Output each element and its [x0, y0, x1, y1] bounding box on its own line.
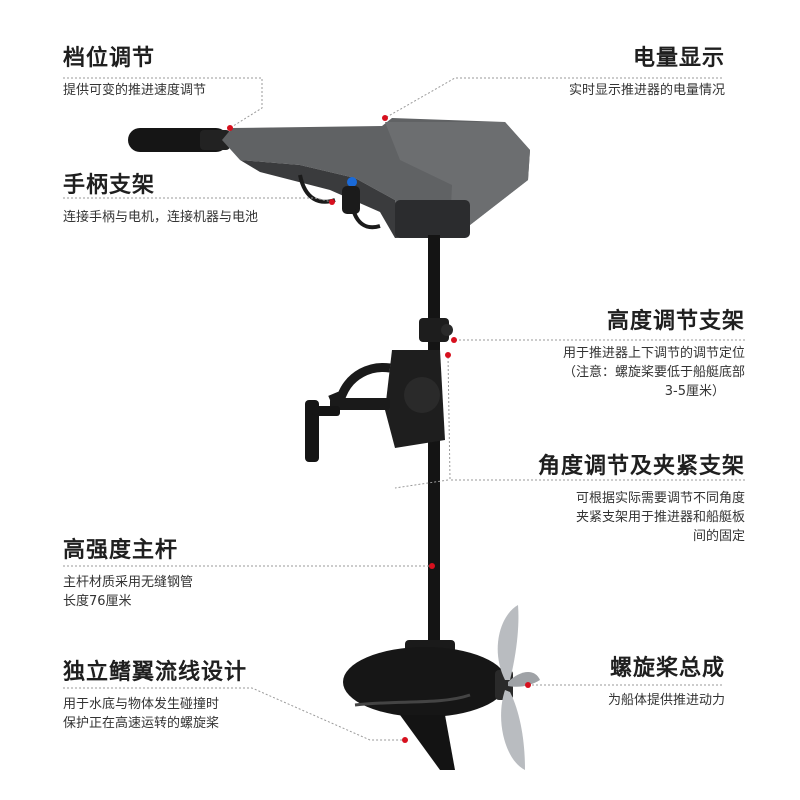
marker-fin: [402, 737, 408, 743]
skeg-fin: [400, 715, 455, 770]
desc-line: 提供可变的推进速度调节: [63, 83, 207, 98]
callout-title: 高度调节支架: [606, 309, 745, 334]
angle-clamp-bracket: [305, 350, 445, 462]
marker-shaft: [429, 563, 435, 569]
marker-height-bracket: [451, 337, 457, 343]
marker-propeller: [525, 682, 531, 688]
callout-battery: 电量显示 实时显示推进器的电量情况: [569, 45, 725, 100]
marker-handle-bracket: [329, 199, 335, 205]
handle-bracket-cables: [298, 174, 381, 230]
callout-angle-bracket: 角度调节及夹紧支架 可根据实际需要调节不同角度 夹紧支架用于推进器和船艇板 间的…: [538, 453, 745, 546]
callout-desc: 提供可变的推进速度调节: [63, 81, 206, 100]
leader-battery: [384, 77, 722, 119]
propeller: [495, 605, 540, 770]
callout-desc: 连接手柄与电机，连接机器与电池: [63, 208, 258, 227]
callout-desc: 实时显示推进器的电量情况: [569, 81, 725, 100]
desc-line: 间的固定: [692, 529, 745, 544]
callout-desc: 用于水底与物体发生碰撞时 保护正在高速运转的螺旋桨: [63, 695, 247, 733]
callout-desc: 为船体提供推进动力: [608, 691, 725, 710]
callout-fin: 独立鳍翼流线设计 用于水底与物体发生碰撞时 保护正在高速运转的螺旋桨: [63, 659, 247, 733]
desc-line: （注意：螺旋桨要低于船艇底部: [562, 365, 745, 380]
leader-handle-bracket: [63, 197, 333, 203]
callout-height-bracket: 高度调节支架 用于推进器上下调节的调节定位 （注意：螺旋桨要低于船艇底部 3-5…: [563, 308, 745, 401]
desc-line: 夹紧支架用于推进器和船艇板: [575, 510, 745, 525]
callout-handle-bracket: 手柄支架 连接手柄与电机，连接机器与电池: [63, 172, 258, 227]
desc-line: 3-5厘米）: [664, 384, 725, 399]
height-adjust-bracket: [419, 318, 453, 342]
leader-angle-bracket-2: [394, 479, 449, 489]
callout-title: 独立鳍翼流线设计: [63, 660, 248, 685]
marker-battery: [382, 115, 388, 121]
leader-fin: [63, 687, 405, 741]
desc-line: 为船体提供推进动力: [607, 693, 725, 708]
callout-title: 螺旋桨总成: [609, 656, 725, 681]
callout-title: 电量显示: [632, 46, 725, 71]
desc-line: 用于推进器上下调节的调节定位: [562, 346, 745, 361]
tiller-handle: [128, 128, 230, 152]
callout-propeller: 螺旋桨总成 为船体提供推进动力: [608, 655, 725, 710]
desc-line: 用于水底与物体发生碰撞时: [63, 697, 220, 712]
callout-desc: 用于推进器上下调节的调节定位 （注意：螺旋桨要低于船艇底部 3-5厘米）: [563, 344, 745, 401]
callout-title: 高强度主杆: [63, 538, 179, 563]
callout-title: 角度调节及夹紧支架: [537, 454, 745, 479]
desc-line: 长度76厘米: [63, 594, 132, 609]
marker-angle-bracket: [445, 352, 451, 358]
callout-shaft: 高强度主杆 主杆材质采用无缝钢管 长度76厘米: [63, 537, 193, 611]
desc-line: 主杆材质采用无缝钢管: [63, 575, 194, 590]
desc-line: 实时显示推进器的电量情况: [568, 83, 725, 98]
callout-desc: 可根据实际需要调节不同角度 夹紧支架用于推进器和船艇板 间的固定: [538, 489, 745, 546]
desc-line: 可根据实际需要调节不同角度: [575, 491, 745, 506]
motor-pod: [343, 640, 507, 717]
leader-gear: [63, 77, 263, 129]
desc-line: 保护正在高速运转的螺旋桨: [63, 716, 220, 731]
callout-gear: 档位调节 提供可变的推进速度调节: [63, 45, 206, 100]
callout-desc: 主杆材质采用无缝钢管 长度76厘米: [63, 573, 193, 611]
desc-line: 连接手柄与电机，连接机器与电池: [63, 210, 259, 225]
marker-gear: [227, 125, 233, 131]
callout-title: 手柄支架: [63, 173, 156, 198]
callout-title: 档位调节: [63, 46, 156, 71]
